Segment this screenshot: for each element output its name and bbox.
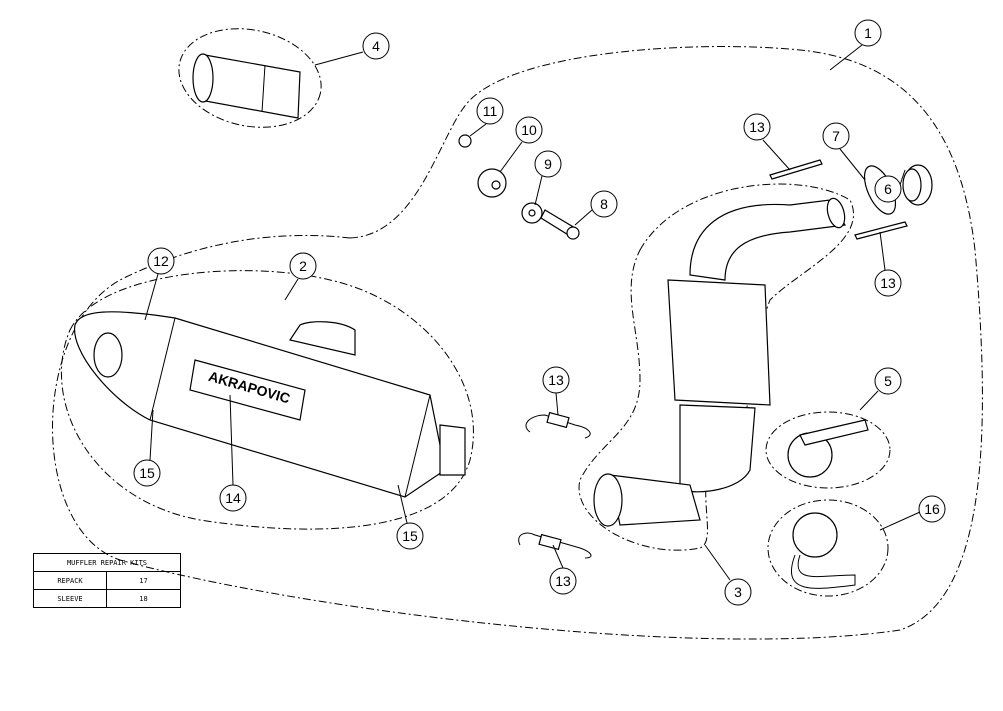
svg-text:5: 5 xyxy=(884,373,892,389)
callout-3: 3 xyxy=(724,578,752,606)
callout-13: 13 xyxy=(743,113,771,141)
part-8-bolt xyxy=(540,209,580,240)
part-2-muffler: AKRAPOVIC xyxy=(74,311,466,498)
callout-15: 15 xyxy=(396,522,424,550)
svg-text:9: 9 xyxy=(544,156,552,172)
svg-text:14: 14 xyxy=(225,490,241,506)
svg-text:8: 8 xyxy=(600,196,608,212)
svg-text:3: 3 xyxy=(734,584,742,600)
svg-text:16: 16 xyxy=(924,501,940,517)
group-outline-1 xyxy=(52,46,983,640)
part-9-washer xyxy=(521,202,543,224)
callout-1: 1 xyxy=(854,19,882,47)
part-13-spring xyxy=(518,532,592,559)
callout-8: 8 xyxy=(590,190,618,218)
svg-text:6: 6 xyxy=(884,181,892,197)
svg-text:4: 4 xyxy=(372,38,380,54)
part-3-link-pipe-catalyst xyxy=(593,197,846,527)
callout-12: 12 xyxy=(147,247,175,275)
callout-2: 2 xyxy=(289,252,317,280)
part-13-spring xyxy=(854,221,908,240)
callout-16: 16 xyxy=(918,495,946,523)
callout-15: 15 xyxy=(133,459,161,487)
group-outline-4 xyxy=(178,28,322,128)
callout-7: 7 xyxy=(822,122,850,150)
callout-14: 14 xyxy=(219,484,247,512)
callout-9: 9 xyxy=(534,150,562,178)
part-16-clamp xyxy=(791,512,856,589)
callout-13: 13 xyxy=(549,567,577,595)
part-11-nut xyxy=(458,134,472,148)
svg-text:15: 15 xyxy=(139,465,155,481)
svg-text:7: 7 xyxy=(832,128,840,144)
svg-text:13: 13 xyxy=(749,119,765,135)
part-6-gasket xyxy=(902,164,933,206)
leader-lines xyxy=(144,44,921,581)
part-4-link-pipe xyxy=(192,53,301,119)
callout-4: 4 xyxy=(362,32,390,60)
svg-text:2: 2 xyxy=(299,258,307,274)
svg-text:13: 13 xyxy=(548,372,564,388)
callout-13: 13 xyxy=(874,269,902,297)
svg-text:1: 1 xyxy=(864,25,872,41)
callout-11: 11 xyxy=(476,97,504,125)
part-10-rubber xyxy=(477,168,507,198)
callout-5: 5 xyxy=(874,367,902,395)
callout-13: 13 xyxy=(542,366,570,394)
svg-text:11: 11 xyxy=(483,103,498,119)
callout-10: 10 xyxy=(515,116,543,144)
part-13-spring xyxy=(525,411,591,439)
svg-text:13: 13 xyxy=(880,275,896,291)
svg-text:15: 15 xyxy=(402,528,418,544)
part-13-spring xyxy=(769,159,823,180)
part-5-clamp xyxy=(787,419,869,478)
svg-text:10: 10 xyxy=(521,122,537,138)
group-outline-16 xyxy=(767,499,889,597)
group-outline-2 xyxy=(61,270,474,530)
group-outline-5 xyxy=(765,411,891,489)
svg-text:13: 13 xyxy=(555,573,571,589)
callout-6: 6 xyxy=(874,175,902,203)
svg-text:12: 12 xyxy=(153,253,169,269)
table-title: MUFFLER REPAIR KITS xyxy=(33,553,181,572)
